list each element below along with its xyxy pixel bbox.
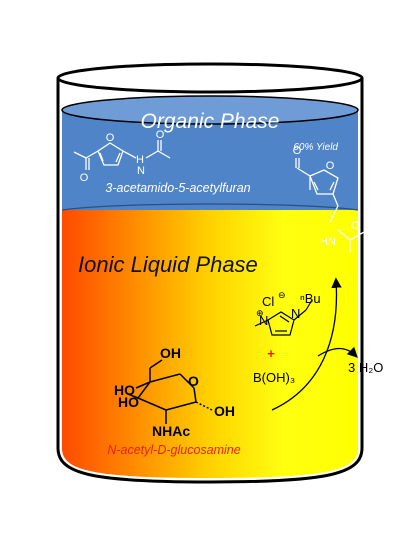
liquid-surface [61, 95, 359, 125]
hydroxyl-top: OH [160, 345, 181, 361]
boundary-ketone-oxygen: O [293, 145, 302, 157]
furan-amide-hydrogen: H [136, 154, 144, 166]
beaker-rim [56, 62, 364, 94]
chloride-anion: Cl [262, 294, 274, 309]
yield-label: 60% Yield [293, 142, 338, 153]
cation-charge: ⊕ [256, 308, 264, 318]
furan-ring-oxygen: O [106, 132, 115, 144]
furan-amide-oxygen: O [156, 129, 165, 141]
boundary-amide-oxygen: O [351, 220, 360, 232]
ionic-liquid-phase-liquid [62, 210, 358, 478]
boundary-ring-oxygen: O [326, 160, 335, 172]
phase-boundary [61, 203, 359, 211]
ring-oxygen: O [188, 373, 199, 389]
organic-phase-liquid [62, 101, 358, 210]
furan-amide-nitrogen: N [137, 165, 145, 177]
imidazolium-nitrogen-1: N [259, 313, 268, 328]
ionic-liquid-phase-title: Ionic Liquid Phase [78, 252, 258, 277]
reaction-arrow-water [317, 346, 358, 358]
glucosamine-structure [127, 359, 213, 424]
plus-sign: + [267, 346, 275, 361]
boundary-amide-hn: HN [320, 236, 336, 248]
substrate-name: N-acetyl-D-glucosamine [107, 443, 240, 457]
acetamido-group: NHAc [152, 423, 190, 439]
product-name: 3-acetamido-5-acetylfuran [105, 181, 250, 195]
reaction-arrow-main [271, 277, 342, 411]
imidazolium-structure [254, 299, 313, 336]
water-byproduct: 3 H₂O [348, 360, 383, 375]
furan-amide-tail [329, 205, 365, 252]
organic-phase-title: Organic Phase [141, 110, 280, 133]
furan-ketone-oxygen: O [80, 172, 89, 184]
hydroxyl-anomeric: OH [214, 403, 235, 419]
anion-charge: ⊖ [278, 290, 286, 300]
boric-acid: B(OH)₃ [253, 370, 295, 385]
hydroxyl-lower: HO [118, 394, 139, 410]
furan-structure-organic [73, 140, 171, 170]
imidazolium-nitrogen-3: N [291, 306, 300, 321]
hydroxyl-left: HO [114, 382, 135, 398]
furan-structure-boundary [295, 158, 339, 207]
butyl-group: ⁿBu [300, 291, 321, 306]
beaker-wall [56, 78, 364, 484]
